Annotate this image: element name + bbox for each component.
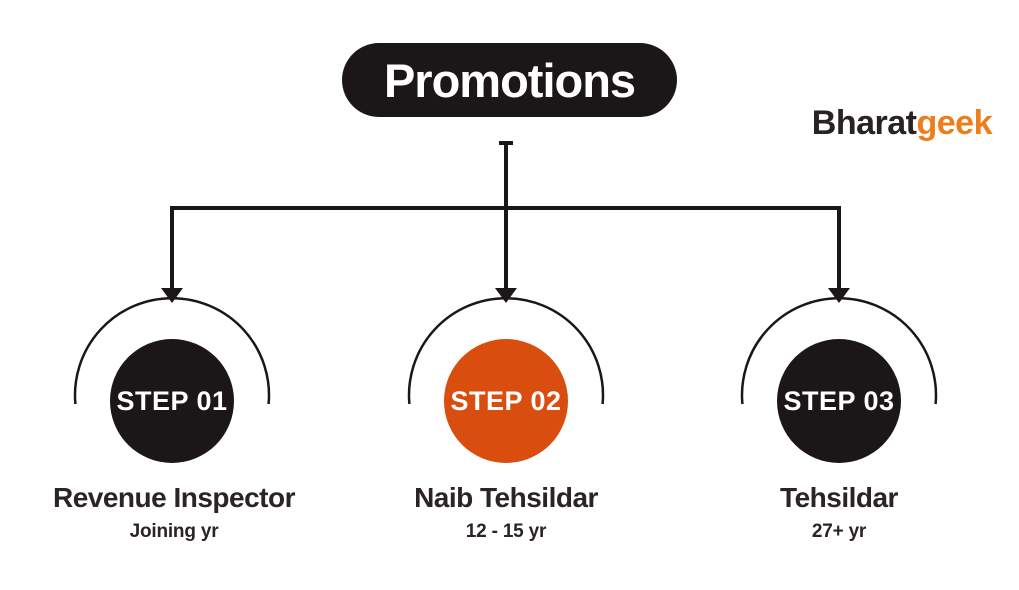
step-1-caption: Revenue Inspector Joining yr <box>9 484 339 543</box>
step-arc-decoration <box>73 296 271 405</box>
step-3-title: Tehsildar <box>780 482 898 513</box>
diagram-title: Promotions <box>383 53 636 107</box>
arrow-down-icon <box>495 288 517 303</box>
step-3-badge: STEP 03 <box>783 385 895 416</box>
arrow-down-icon <box>161 288 183 303</box>
step-1-subtitle: Joining yr <box>129 521 219 542</box>
logo-text-geek: geek <box>916 104 993 142</box>
arrow-down-icon <box>828 288 850 303</box>
step-2-title: Naib Tehsildar <box>414 482 598 513</box>
step-1-badge: STEP 01 <box>116 385 228 416</box>
step-2-circle: STEP 02 <box>444 339 568 463</box>
step-1-circle: STEP 01 <box>110 339 234 463</box>
step-3-caption: Tehsildar 27+ yr <box>674 484 1004 543</box>
logo-text-bharat: Bharat <box>811 104 917 142</box>
step-arc-decoration <box>740 296 938 405</box>
diagram-title-pill: Promotions <box>342 43 677 117</box>
step-2-subtitle: 12 - 15 yr <box>465 521 547 542</box>
step-3-subtitle: 27+ yr <box>811 521 867 542</box>
step-2-caption: Naib Tehsildar 12 - 15 yr <box>341 484 671 543</box>
step-1-title: Revenue Inspector <box>52 482 296 513</box>
step-3-circle: STEP 03 <box>777 339 901 463</box>
step-arc-decoration <box>407 296 605 405</box>
step-2-badge: STEP 02 <box>450 385 562 416</box>
brand-logo: Bharatgeek <box>692 104 993 143</box>
